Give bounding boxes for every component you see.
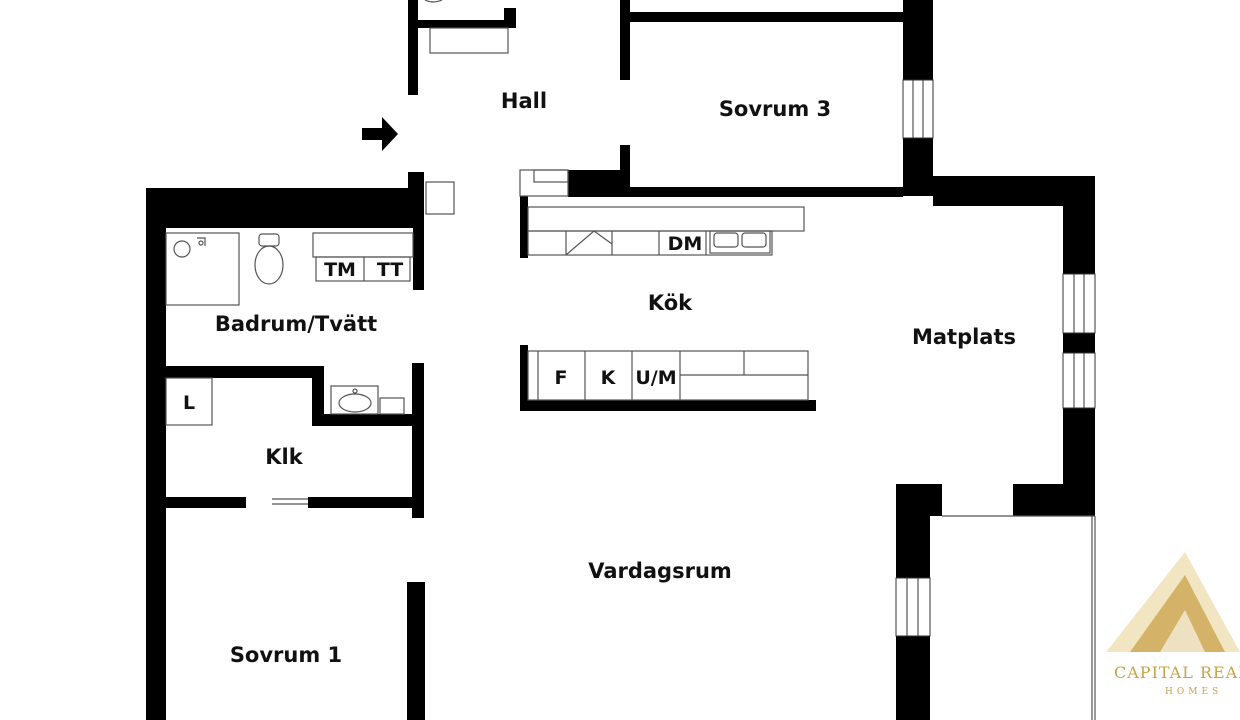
fixtures	[165, 0, 809, 505]
windows	[895, 79, 1096, 637]
room-label-vardagsrum: Vardagsrum	[588, 559, 732, 583]
fixture-label-tt: TT	[377, 259, 403, 281]
fixture-label-tm: TM	[324, 259, 356, 281]
fixture-label-dm: DM	[668, 233, 703, 255]
room-label-matplats: Matplats	[912, 325, 1016, 349]
room-label-sovrum-3: Sovrum 3	[719, 97, 831, 121]
toilet-icon	[254, 233, 284, 285]
room-label-hall: Hall	[501, 89, 547, 113]
company-logo: CAPITAL REALTI HOMES	[1106, 552, 1240, 697]
fixture-label-l: L	[183, 392, 195, 414]
sink-icon	[330, 385, 379, 415]
fixture-label-f: F	[555, 367, 568, 389]
fixture-label-k: K	[601, 367, 617, 389]
room-label-badrum: Badrum/Tvätt	[215, 312, 377, 336]
room-label-kok: Kök	[648, 291, 693, 315]
shower-icon	[173, 237, 206, 258]
room-label-klk: Klk	[265, 445, 303, 469]
logo-name: CAPITAL REALTI	[1114, 663, 1240, 682]
fixture-label-um: U/M	[635, 367, 676, 389]
logo-triangle-inner	[1130, 575, 1225, 652]
room-label-sovrum-1: Sovrum 1	[230, 643, 342, 667]
entrance-arrow-icon	[362, 117, 398, 151]
logo-triangle-highlight	[1160, 610, 1205, 652]
balcony-outline	[942, 515, 1096, 720]
room-labels: Hall Sovrum 3 Kök Matplats Badrum/Tvätt …	[215, 89, 1016, 667]
walls	[146, 0, 1095, 720]
logo-sub: HOMES	[1165, 687, 1222, 697]
fixture-labels: TM TT DM F K U/M L	[183, 233, 702, 414]
